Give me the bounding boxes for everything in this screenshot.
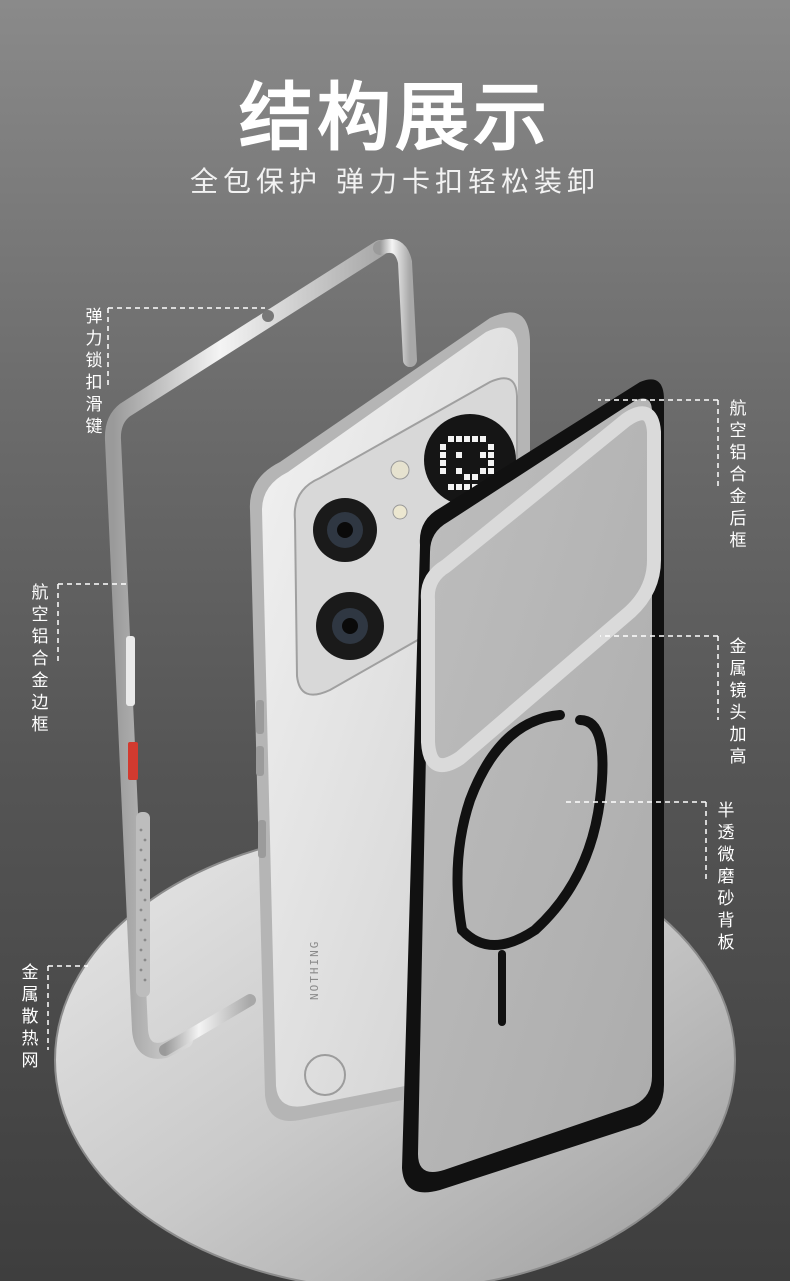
callout-elastic-lock: 弹力锁扣滑键 bbox=[85, 307, 103, 437]
callout-frosted-back: 半透微磨砂背板 bbox=[717, 801, 735, 953]
brand-mark: NOTHING bbox=[308, 940, 321, 1000]
red-key-icon bbox=[128, 742, 138, 780]
callout-line-side-frame bbox=[57, 583, 128, 664]
callout-line-lens-raise bbox=[600, 635, 719, 720]
callout-aluminum-side-frame: 航空铝合金边框 bbox=[31, 583, 49, 735]
callout-line-heat-mesh bbox=[47, 965, 88, 1050]
aluminum-bumper-frame bbox=[104, 238, 417, 1059]
magsafe-ring bbox=[457, 715, 608, 950]
page-title: 结构展示 bbox=[239, 75, 551, 161]
heat-mesh bbox=[136, 812, 150, 997]
lens-raise-frame bbox=[420, 406, 661, 773]
callout-lens-raise: 金属镜头加高 bbox=[729, 637, 747, 767]
flash-icon bbox=[390, 460, 410, 480]
callout-aluminum-back-frame: 航空铝合金后框 bbox=[729, 399, 747, 551]
callout-line-frosted-back bbox=[566, 801, 707, 880]
elastic-lock-slider bbox=[262, 310, 274, 322]
page-subtitle: 全包保护 弹力卡扣轻松装卸 bbox=[190, 165, 600, 198]
back-case-assembly bbox=[402, 379, 664, 1193]
callout-heat-mesh: 金属散热网 bbox=[21, 963, 39, 1071]
callout-line-elastic-lock bbox=[107, 307, 265, 388]
callout-line-back-frame bbox=[598, 399, 719, 490]
